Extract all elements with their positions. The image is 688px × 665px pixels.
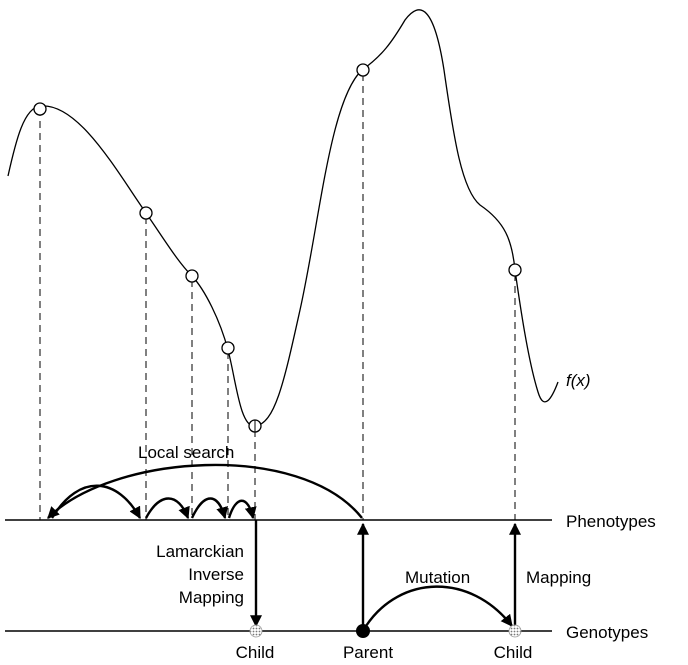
curve-point [33,102,47,116]
parent-label: Parent [343,643,393,662]
child-right-label: Child [494,643,533,662]
mapping-label: Mapping [526,568,591,587]
local-search-label: Local search [138,443,234,462]
child-left-label: Child [236,643,275,662]
curve-point [356,63,370,77]
curve-point [139,206,153,220]
local-search-arc [190,497,228,520]
curve-point [185,269,199,283]
mutation-arc [365,585,513,627]
child-left-genotype-marker [249,624,263,638]
lamarckian-label-line1: Lamarckian [156,542,244,561]
local-search-arc [227,499,257,520]
curve-point [221,341,235,355]
local-search-arc [144,497,190,520]
parent-genotype-marker [356,624,370,638]
phenotypes-label: Phenotypes [566,512,656,531]
function-label: f(x) [566,371,591,390]
mutation-label: Mutation [405,568,470,587]
curve-point [508,263,522,277]
child-right-genotype-marker [508,624,522,638]
local-search-arc-long [47,463,363,519]
fitness-curve [7,9,559,427]
genotypes-label: Genotypes [566,623,648,642]
lamarckian-label-line2: Inverse [188,565,244,584]
lamarckian-label-line3: Mapping [179,588,244,607]
local-search-arc [50,484,142,520]
